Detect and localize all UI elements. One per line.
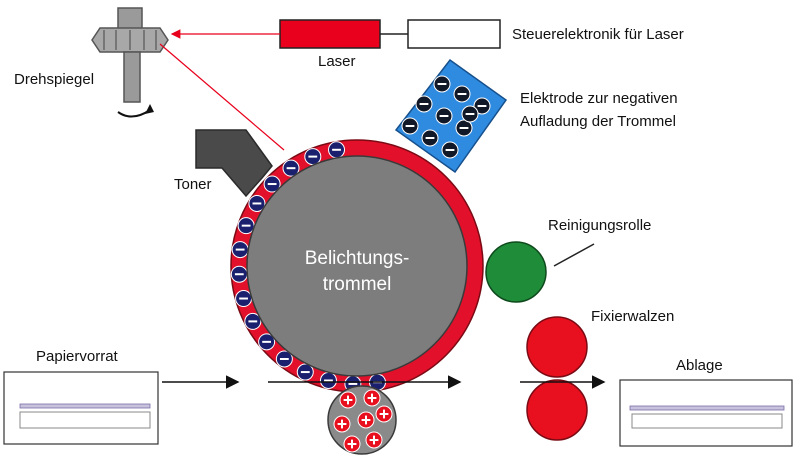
label-elektrode-line1: Elektrode zur negativen [520, 90, 678, 107]
minus-circle-icon [230, 265, 248, 283]
minus-circle-icon [235, 290, 253, 308]
laser-box [279, 19, 381, 49]
paper-stack [19, 411, 151, 429]
electrode-negative-charges [401, 75, 491, 159]
controller-box [407, 19, 501, 49]
label-papiervorrat: Papiervorrat [36, 348, 119, 365]
rotating-mirror [91, 7, 169, 118]
minus-circle-icon [244, 312, 262, 330]
plus-circle-icon [333, 415, 351, 433]
transfer-positive-charges [333, 389, 393, 453]
rotation-arrow-icon [117, 109, 151, 118]
drum-negative-charges [230, 141, 386, 393]
mirror-bottom-shaft [123, 51, 141, 103]
minus-circle-icon [455, 119, 473, 137]
minus-circle-icon [282, 159, 300, 177]
minus-circle-icon [237, 217, 255, 235]
plus-circle-icon [365, 431, 383, 449]
charging-electrode [394, 58, 508, 174]
label-elektrode-line2: Aufladung der Trommel [520, 113, 676, 130]
label-ablage: Ablage [676, 357, 723, 374]
paper-stack-top [19, 403, 151, 409]
minus-circle-icon [319, 371, 337, 389]
plus-circle-icon [357, 411, 375, 429]
minus-circle-icon [275, 350, 293, 368]
minus-circle-icon [258, 333, 276, 351]
label-trommel-line2: trommel [323, 274, 392, 295]
exposure-drum [246, 155, 468, 377]
minus-circle-icon [296, 363, 314, 381]
minus-circle-icon [461, 105, 479, 123]
label-steuerelektronik: Steuerelektronik für Laser [512, 26, 684, 43]
plus-circle-icon [363, 389, 381, 407]
fuser-roller-bottom [526, 379, 588, 441]
minus-circle-icon [433, 75, 451, 93]
output-tray [619, 379, 793, 447]
plus-circle-icon [375, 405, 393, 423]
minus-circle-icon [421, 129, 439, 147]
toner-hopper [195, 129, 273, 198]
plus-circle-icon [343, 435, 361, 453]
minus-circle-icon [304, 148, 322, 166]
minus-circle-icon [248, 194, 266, 212]
output-stack [631, 413, 783, 429]
cleaning-roller [485, 241, 547, 303]
fuser-roller-top [526, 316, 588, 378]
label-laser: Laser [318, 53, 356, 70]
label-toner: Toner [174, 176, 212, 193]
cleaning-roller-pointer [553, 243, 595, 267]
label-fixierwalzen: Fixierwalzen [591, 308, 674, 325]
minus-circle-icon [453, 85, 471, 103]
minus-circle-icon [263, 175, 281, 193]
laser-beam-to-drum [159, 43, 285, 151]
mirror-top-shaft [117, 7, 143, 31]
minus-circle-icon [401, 117, 419, 135]
minus-circle-icon [435, 107, 453, 125]
minus-circle-icon [415, 95, 433, 113]
plus-circle-icon [339, 391, 357, 409]
label-reinigungsrolle: Reinigungsrolle [548, 217, 651, 234]
minus-circle-icon [231, 241, 249, 259]
minus-circle-icon [441, 141, 459, 159]
label-drehspiegel: Drehspiegel [14, 71, 94, 88]
label-trommel-line1: Belichtungs- [305, 248, 410, 269]
minus-circle-icon [473, 97, 491, 115]
minus-circle-icon [328, 141, 346, 159]
output-stack-top [629, 405, 785, 411]
